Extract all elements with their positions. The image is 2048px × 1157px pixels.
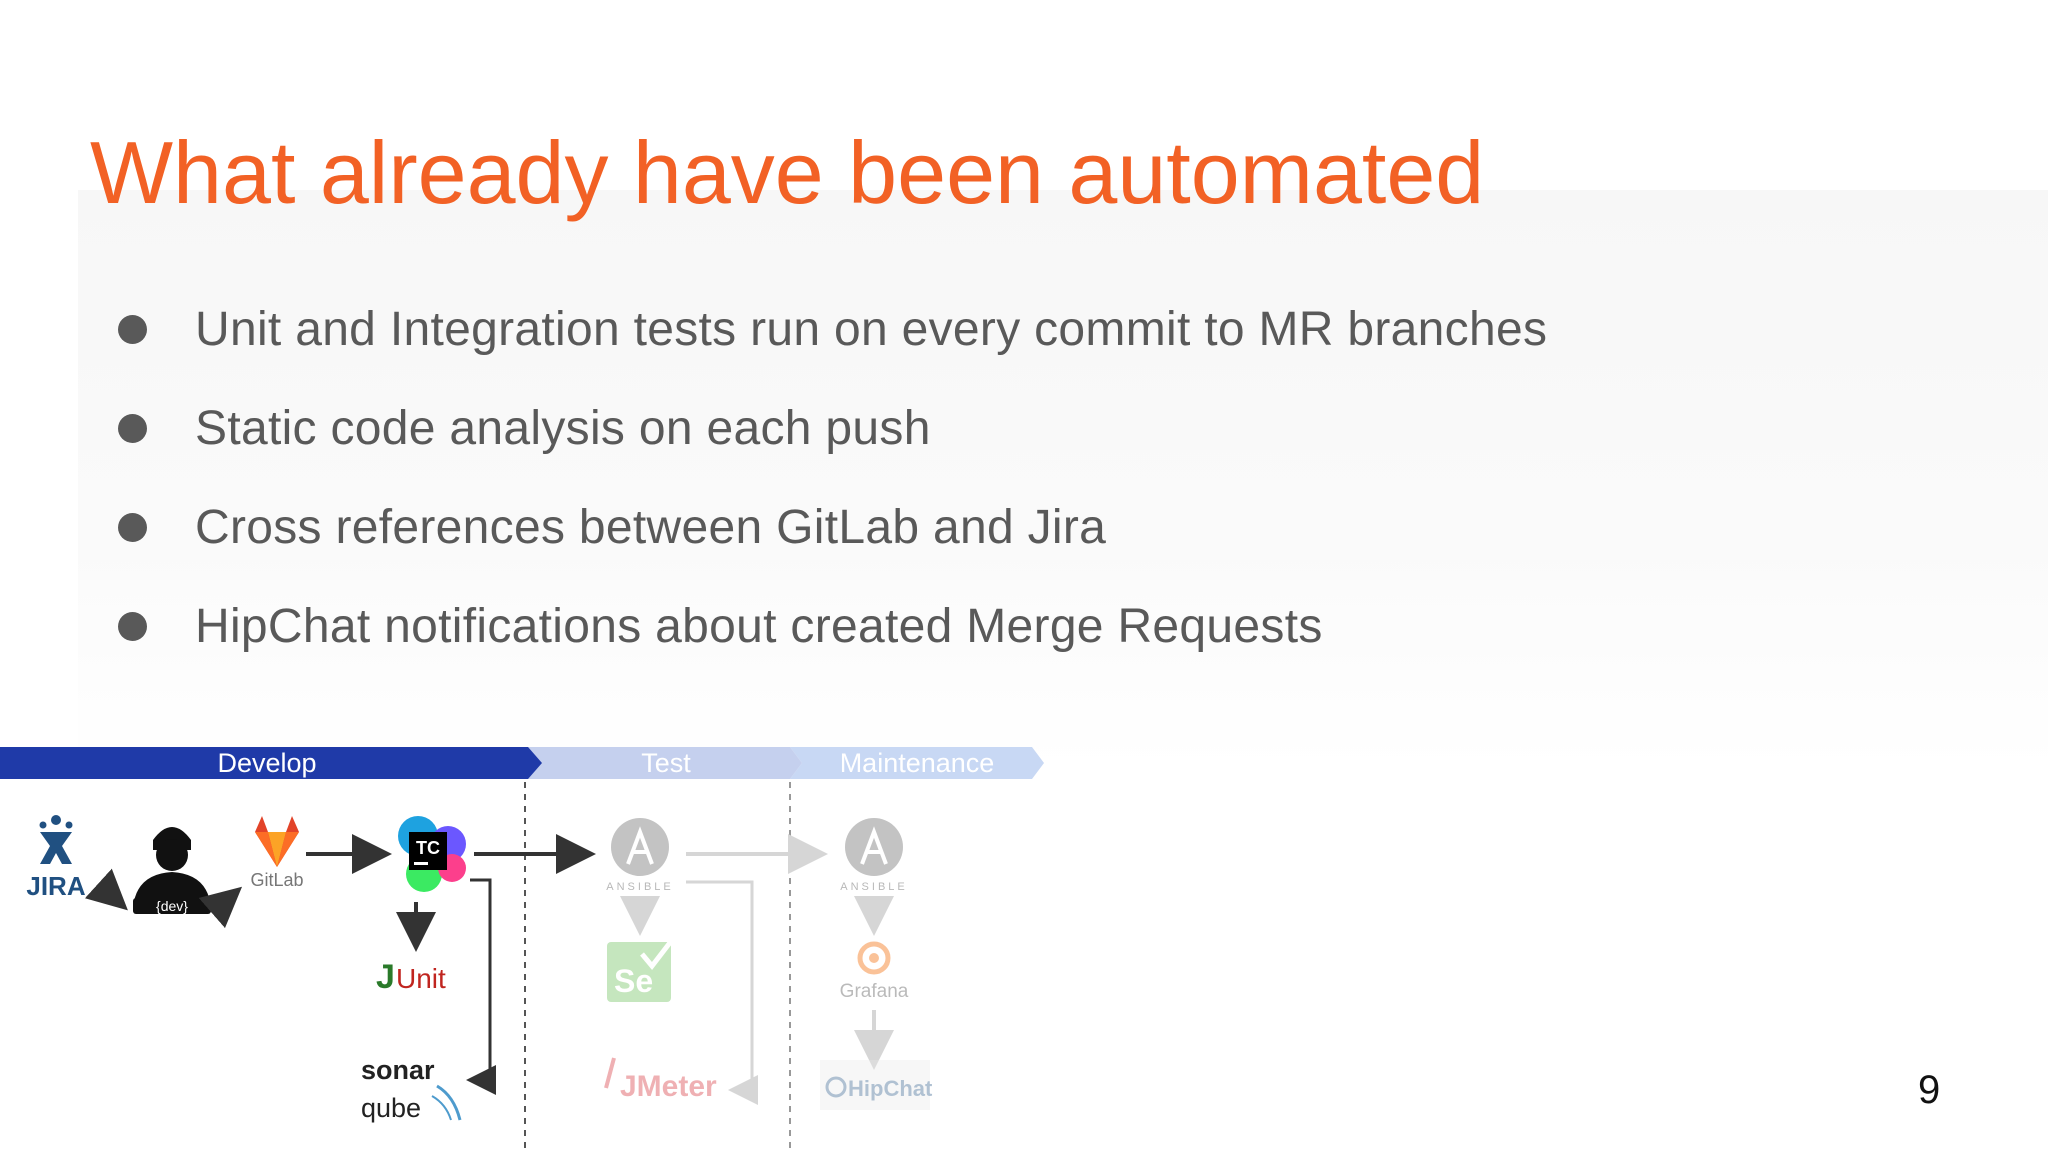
qube-label: qube [361, 1093, 421, 1123]
stage-band-maintenance [790, 747, 1044, 779]
bullet-item: Cross references between GitLab and Jira [118, 478, 1547, 577]
bullet-item: Unit and Integration tests run on every … [118, 280, 1547, 379]
stage-band-develop [0, 747, 542, 779]
stage-label-test: Test [641, 748, 691, 778]
bullet-text: Cross references between GitLab and Jira [195, 501, 1107, 554]
sonarqube-logo: sonar qube [361, 1055, 462, 1123]
bullet-text: HipChat notifications about created Merg… [195, 600, 1323, 653]
teamcity-label: TC [416, 838, 440, 858]
gitlab-label: GitLab [250, 870, 303, 890]
stage-label-develop: Develop [217, 748, 316, 778]
page-number: 9 [1918, 1068, 1941, 1112]
ansible-label: ANSIBLE [840, 881, 907, 893]
jira-logo: JIRA [26, 815, 86, 901]
bullet-item: Static code analysis on each push [118, 379, 1547, 478]
ansible-logo-test: ANSIBLE [606, 818, 673, 893]
selenium-label: Se [614, 963, 653, 999]
junit-j: J [376, 958, 395, 996]
sonar-label: sonar [361, 1055, 435, 1085]
grafana-label: Grafana [840, 981, 909, 1002]
content-background [78, 190, 2048, 770]
bullet-text: Unit and Integration tests run on every … [195, 303, 1548, 356]
hipchat-logo: HipChat [820, 1060, 933, 1110]
ansible-logo-maintenance: ANSIBLE [840, 818, 907, 893]
arrow-dev-to-gitlab [198, 886, 243, 929]
selenium-logo: Se [607, 938, 674, 1002]
arrow-jira-to-dev [84, 868, 128, 911]
pipeline-svg: Develop Test Maintenance JIRA {dev} [0, 747, 1044, 1152]
bullet-dot [118, 612, 147, 641]
junit-logo: J Unit [376, 958, 446, 996]
bullet-list: Unit and Integration tests run on every … [118, 280, 1547, 676]
hipchat-label: HipChat [848, 1076, 933, 1101]
jmeter-logo: JMeter [604, 1057, 717, 1103]
bullet-text: Static code analysis on each push [195, 402, 931, 455]
junit-unit: Unit [396, 963, 446, 994]
connector-ansible-to-jmeter [686, 880, 758, 1105]
jira-label: JIRA [26, 871, 85, 901]
gitlab-logo: GitLab [250, 816, 304, 890]
bullet-item: HipChat notifications about created Merg… [118, 577, 1547, 676]
bullet-dot [118, 513, 147, 542]
developer-icon: {dev} [133, 827, 211, 914]
bullet-dot [118, 414, 147, 443]
ansible-label: ANSIBLE [606, 881, 673, 893]
bullet-dot [118, 315, 147, 344]
grafana-logo: Grafana [840, 941, 909, 1002]
slide-title: What already have been automated [90, 123, 1485, 222]
teamcity-logo: TC [398, 816, 466, 892]
connector-teamcity-to-sonar [466, 878, 496, 1095]
pipeline-diagram: Develop Test Maintenance JIRA {dev} [0, 740, 1080, 1152]
jmeter-label: JMeter [620, 1070, 717, 1103]
stage-label-maintenance: Maintenance [840, 748, 995, 778]
stage-band-test [525, 747, 802, 779]
dev-label: {dev} [156, 898, 188, 914]
